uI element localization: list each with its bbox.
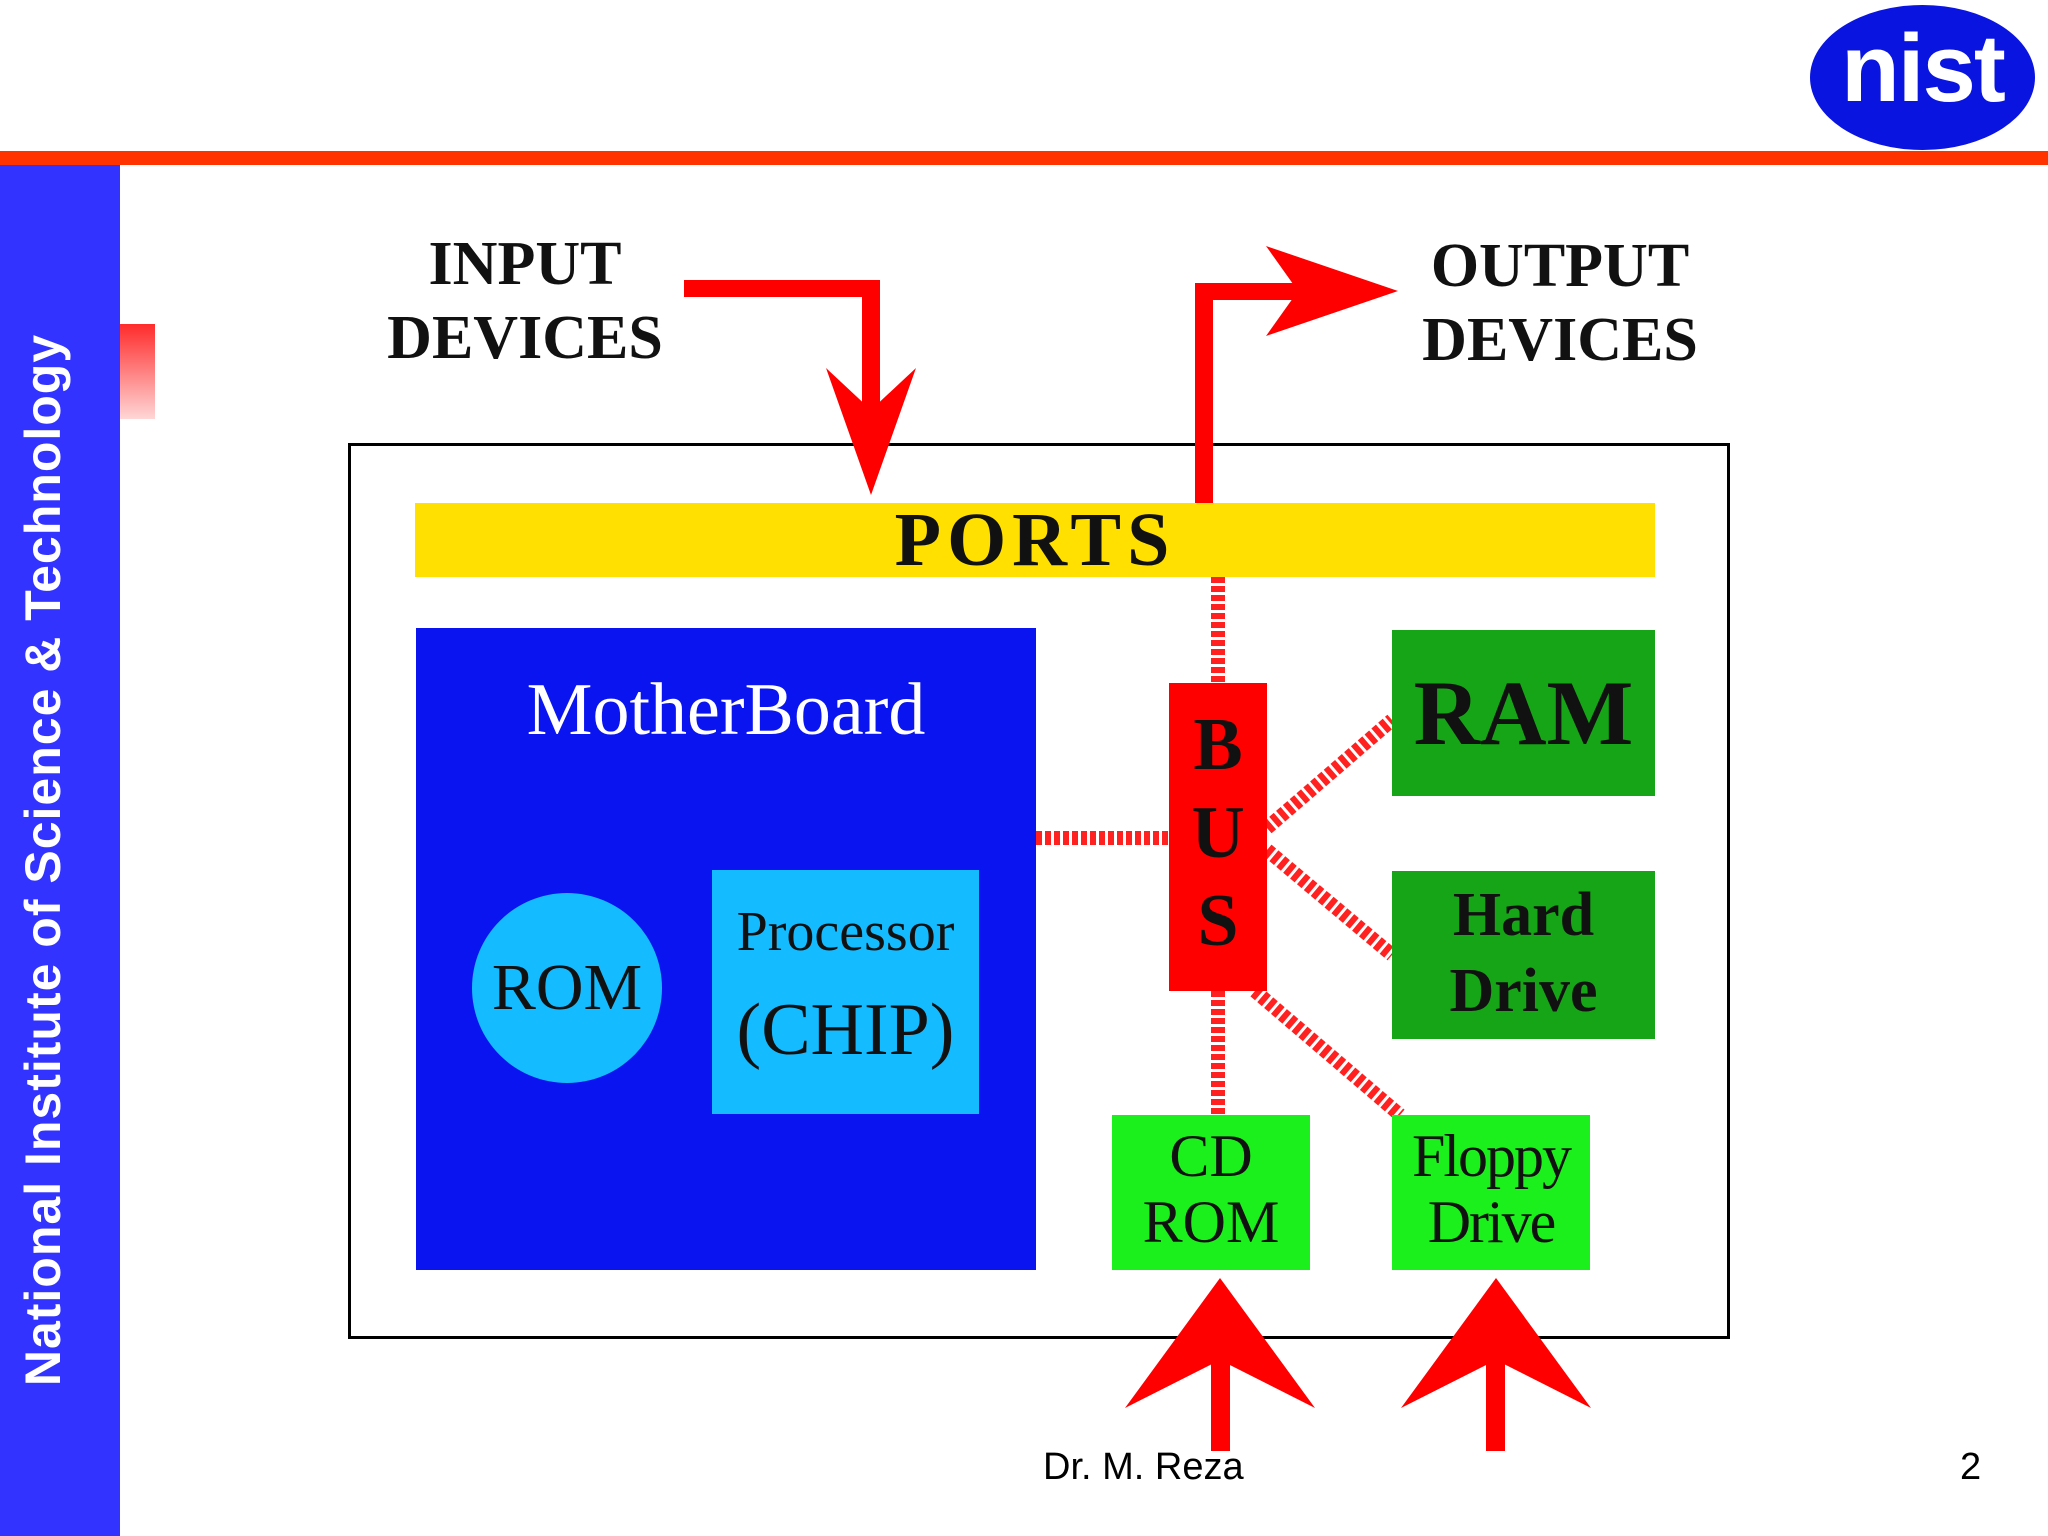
output-label-line2: DEVICES: [1422, 306, 1698, 374]
cd-rom-block: CD ROM: [1112, 1115, 1310, 1270]
processor-chip: Processor (CHIP): [712, 870, 979, 1114]
hard-drive-label: Hard Drive: [1392, 877, 1655, 1029]
footer-author: Dr. M. Reza: [1043, 1446, 1244, 1488]
bus-block: B U S: [1169, 683, 1267, 991]
wire-bus-ram: [1262, 714, 1397, 834]
ram-label: RAM: [1413, 662, 1634, 764]
input-arrow-shaft-v: [862, 280, 880, 425]
floppy-drive-label: Floppy Drive: [1392, 1123, 1590, 1255]
bus-letter-b: B: [1193, 704, 1243, 786]
floppy-line2: Drive: [1427, 1189, 1557, 1255]
chip-label: (CHIP): [736, 989, 955, 1071]
rom-circle: ROM: [472, 893, 662, 1083]
floppy-arrow-head: [1401, 1278, 1591, 1408]
floppy-drive-block: Floppy Drive: [1392, 1115, 1590, 1270]
output-arrow-head: [1266, 246, 1398, 336]
motherboard-block: MotherBoard ROM Processor (CHIP): [416, 628, 1036, 1270]
hard-drive-block: Hard Drive: [1392, 871, 1655, 1039]
floppy-line1: Floppy: [1411, 1123, 1572, 1189]
output-label-line1: OUTPUT: [1430, 232, 1690, 300]
input-label-line2: DEVICES: [387, 304, 663, 372]
output-arrow-shaft-h: [1195, 283, 1300, 300]
page-number: 2: [1960, 1446, 1982, 1488]
bus-letter-s: S: [1197, 880, 1239, 962]
output-devices-label: OUTPUT DEVICES: [1405, 229, 1715, 377]
wire-bus-floppy: [1250, 985, 1405, 1121]
ports-label: PORTS: [894, 498, 1176, 582]
cd-rom-line2: ROM: [1142, 1189, 1280, 1255]
input-devices-label: INPUT DEVICES: [370, 227, 680, 375]
logo-text: nist: [1841, 15, 2006, 122]
computer-case-frame: [348, 443, 1730, 1339]
input-arrow-head: [826, 368, 916, 495]
hard-drive-line2: Drive: [1449, 957, 1598, 1025]
output-arrow-shaft-v: [1195, 283, 1213, 503]
cd-rom-line1: CD: [1169, 1123, 1253, 1189]
rom-label: ROM: [491, 951, 643, 1024]
bus-letter-u: U: [1191, 792, 1245, 874]
nist-logo: nist: [1810, 5, 2035, 150]
processor-label: Processor: [736, 901, 955, 963]
input-arrow-shaft-h: [684, 280, 880, 297]
ram-block: RAM: [1392, 630, 1655, 796]
ports-bar: PORTS: [415, 498, 1655, 582]
motherboard-title: MotherBoard: [526, 669, 926, 751]
input-label-line1: INPUT: [428, 230, 622, 298]
wire-bus-hdd: [1262, 844, 1397, 961]
cdrom-arrow-head: [1125, 1278, 1315, 1408]
sidebar-band: [0, 165, 120, 1536]
hard-drive-line1: Hard: [1452, 881, 1595, 949]
cd-rom-label: CD ROM: [1112, 1123, 1310, 1255]
sidebar-accent-marker: [120, 324, 155, 419]
header-rule: [0, 151, 2048, 165]
